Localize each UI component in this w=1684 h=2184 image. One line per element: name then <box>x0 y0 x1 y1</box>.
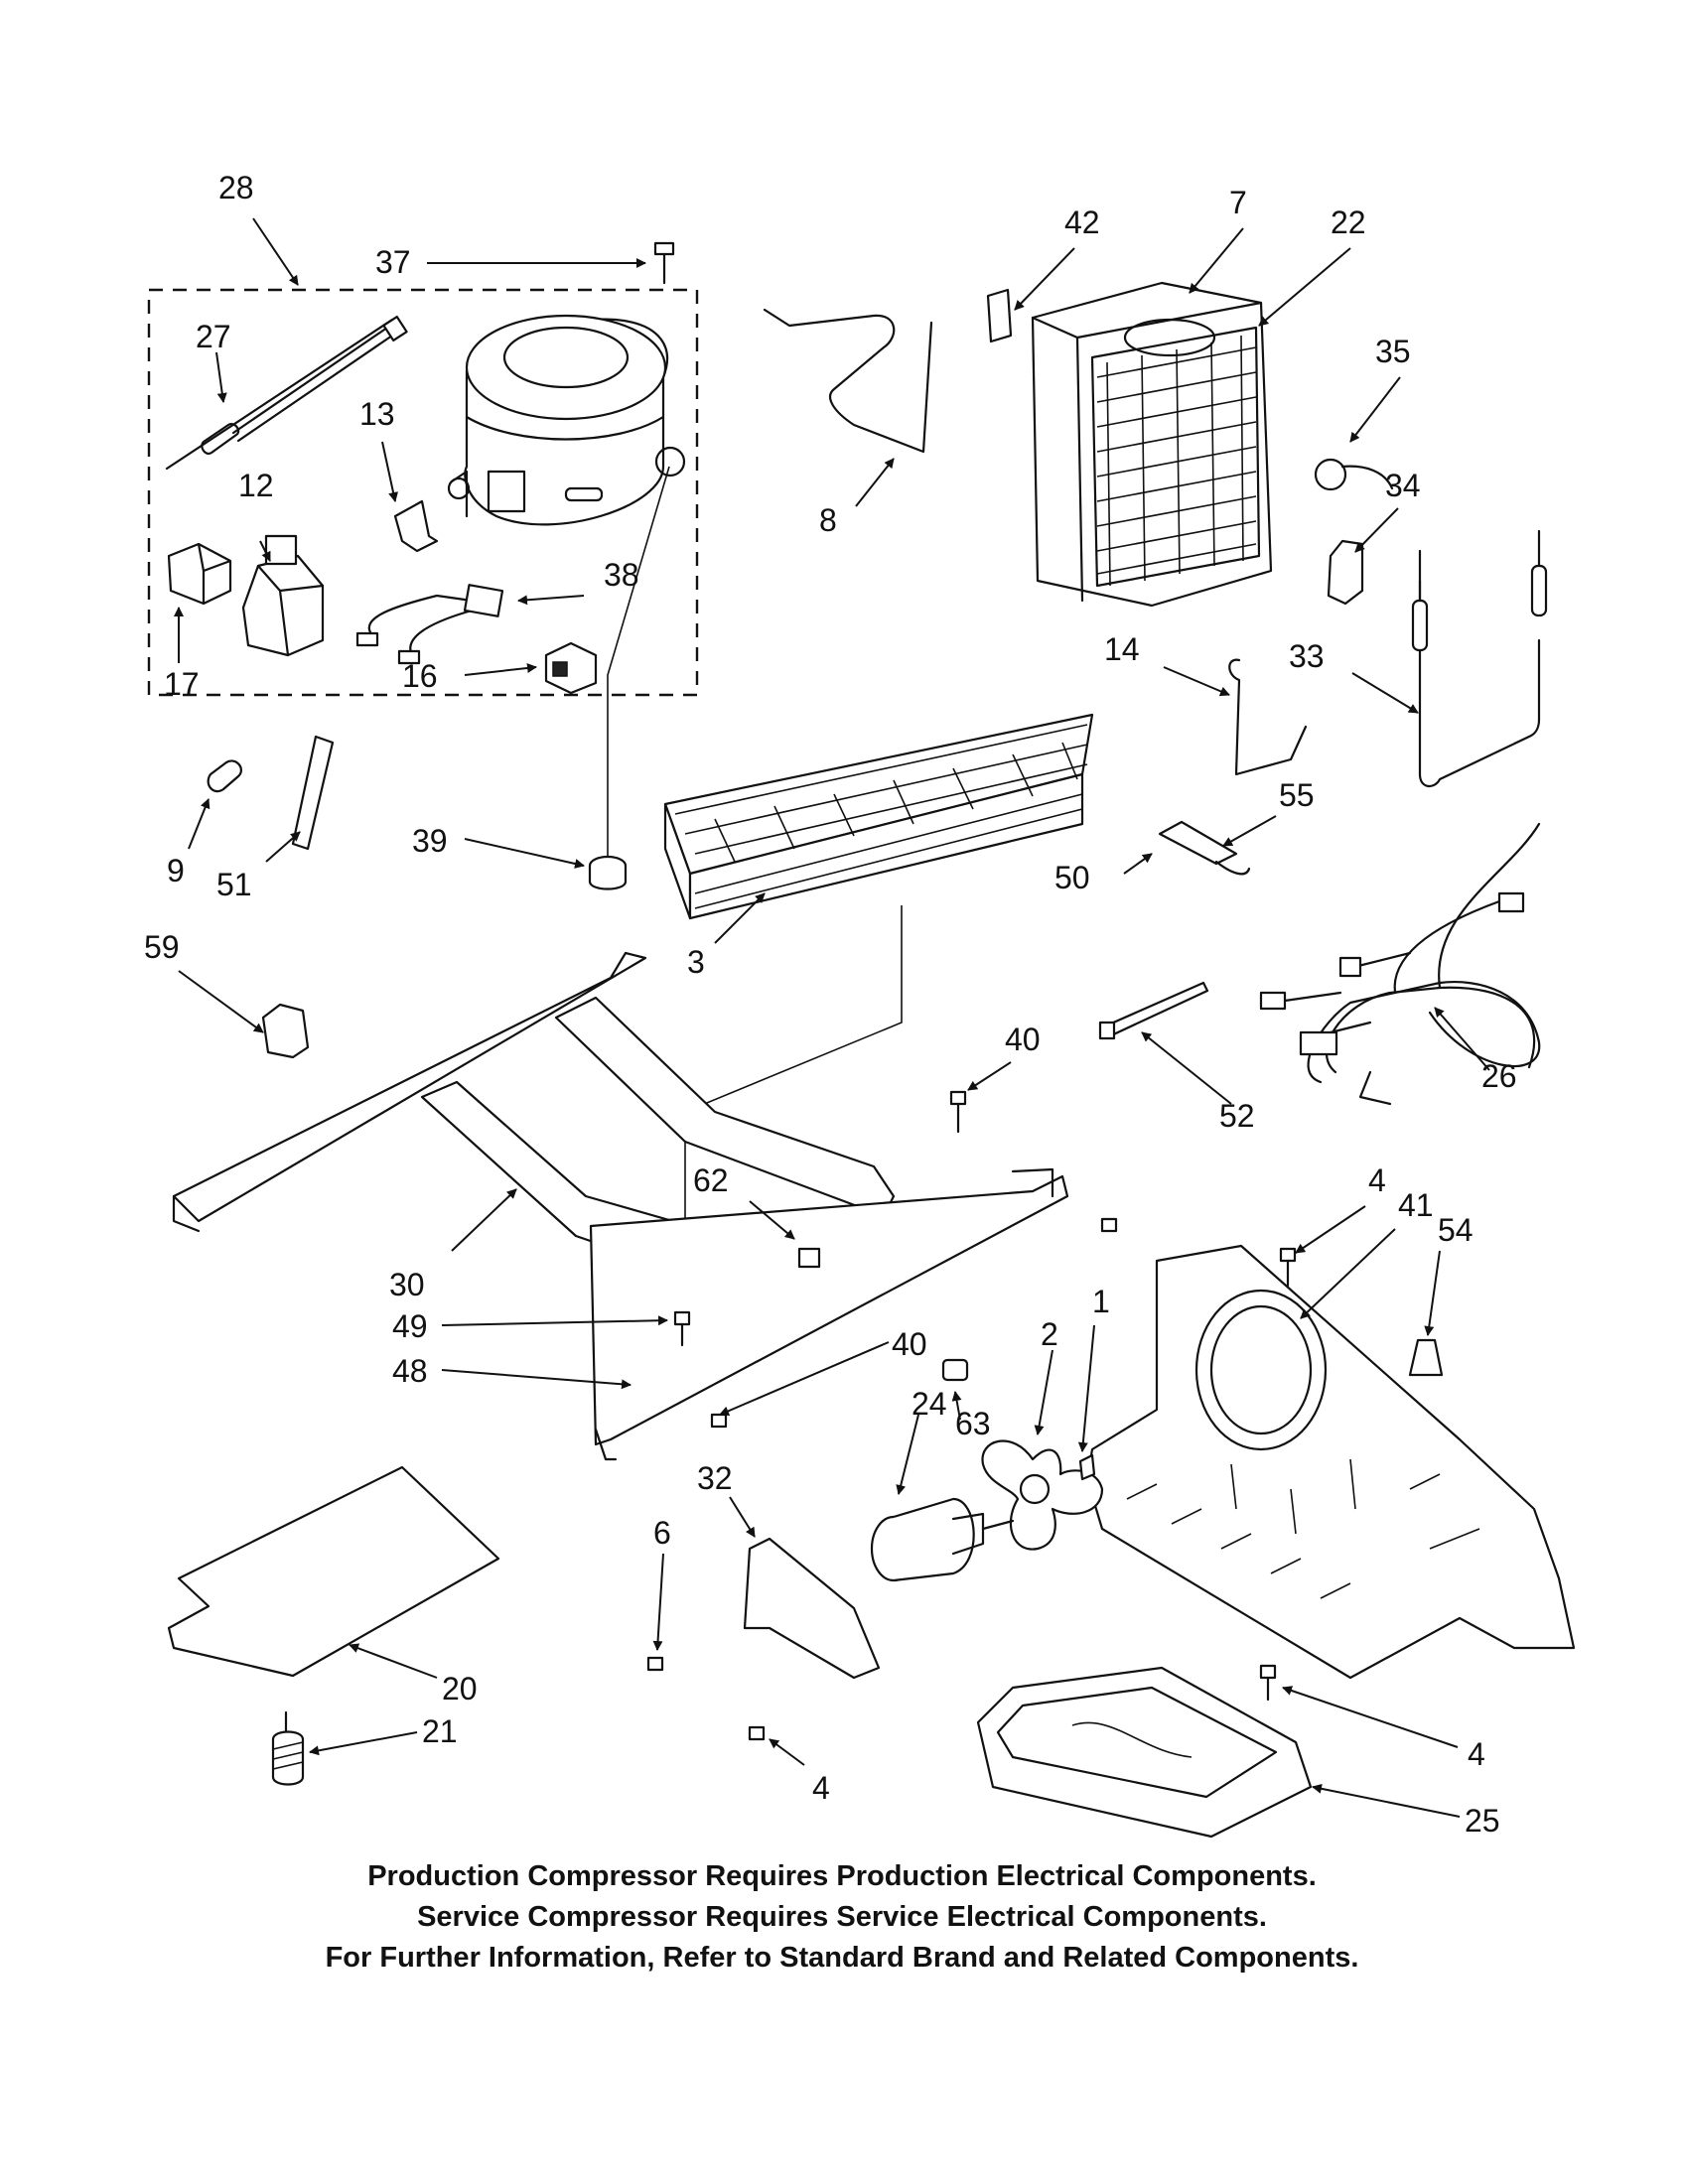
condenser-drawing <box>663 713 1094 920</box>
callout-28: 28 <box>218 170 254 205</box>
motor-bracket-drawing <box>743 1537 881 1680</box>
tube-drawing <box>763 308 933 454</box>
callout-16: 16 <box>402 658 438 694</box>
compressor-drawing <box>447 314 686 526</box>
callout-17: 17 <box>164 666 200 702</box>
callout-26: 26 <box>1481 1058 1517 1094</box>
callout-4-top: 4 <box>1368 1162 1386 1198</box>
note-line-2: Service Compressor Requires Service Elec… <box>417 1901 1267 1933</box>
fan-blade-drawing <box>981 1439 1104 1551</box>
callout-3: 3 <box>687 944 705 980</box>
callout-24: 24 <box>912 1386 947 1422</box>
screw-37-drawing <box>653 241 675 285</box>
bracket-34-drawing <box>1327 539 1364 606</box>
bracket-42-drawing <box>986 288 1013 343</box>
cover-plate-drawing <box>167 1465 500 1678</box>
callout-37: 37 <box>375 244 411 280</box>
callout-41: 41 <box>1398 1187 1434 1223</box>
callout-21: 21 <box>422 1713 458 1749</box>
callout-22: 22 <box>1331 205 1366 240</box>
callout-62: 62 <box>693 1162 729 1198</box>
callout-39: 39 <box>412 823 448 859</box>
footnotes: Production Compressor Requires Productio… <box>0 1856 1684 1979</box>
callout-49: 49 <box>392 1308 428 1344</box>
note-line-1: Production Compressor Requires Productio… <box>367 1860 1317 1892</box>
callout-34: 34 <box>1385 468 1421 503</box>
callout-25: 25 <box>1465 1803 1500 1839</box>
thermostat-drawing <box>1314 458 1394 491</box>
callout-59: 59 <box>144 929 180 965</box>
cable-tie-drawing <box>1098 981 1209 1040</box>
wiring-harness-drawing <box>1259 822 1541 1106</box>
callout-35: 35 <box>1375 334 1411 369</box>
capacitor-probe-drawing <box>165 315 408 471</box>
callout-6: 6 <box>653 1515 671 1551</box>
spring-drawing <box>271 1710 305 1786</box>
callout-14: 14 <box>1104 631 1140 667</box>
callout-1: 1 <box>1092 1284 1110 1319</box>
callout-38: 38 <box>604 557 639 593</box>
wire-clip-drawing <box>1228 658 1308 776</box>
harness-drawing <box>355 584 504 665</box>
callout-33: 33 <box>1289 638 1325 674</box>
callout-30: 30 <box>389 1267 425 1302</box>
defrost-heater-drawing <box>1411 529 1548 787</box>
callout-42: 42 <box>1064 205 1100 240</box>
callout-13: 13 <box>359 396 395 432</box>
connector-block-drawing <box>544 641 598 695</box>
grommet-39-drawing <box>588 855 628 890</box>
callout-40-bottom: 40 <box>892 1326 927 1362</box>
evaporator-drawing <box>1031 281 1273 608</box>
leader-lines <box>174 217 1490 1818</box>
callout-54: 54 <box>1438 1212 1474 1248</box>
callout-52: 52 <box>1219 1098 1255 1134</box>
callout-8: 8 <box>819 502 837 538</box>
clip-drawing <box>393 499 439 553</box>
callout-48: 48 <box>392 1353 428 1389</box>
callout-2: 2 <box>1041 1316 1058 1352</box>
drain-pan-drawing <box>976 1666 1313 1839</box>
compressor-kit-boundary <box>147 288 699 697</box>
fan-motor-drawing <box>870 1497 1015 1582</box>
callout-4-left: 4 <box>812 1770 830 1806</box>
callout-55: 55 <box>1279 777 1315 813</box>
callout-40-top: 40 <box>1005 1022 1041 1057</box>
callout-20: 20 <box>442 1671 478 1706</box>
callout-4-right: 4 <box>1468 1736 1485 1772</box>
relay-drawing <box>241 534 325 657</box>
grommet-9-drawing <box>207 759 242 793</box>
clip-59-drawing <box>261 1003 310 1059</box>
overload-drawing <box>167 542 232 606</box>
callout-51: 51 <box>216 867 252 902</box>
fan-clip-drawing <box>1078 1453 1096 1481</box>
callout-labels: 28 37 27 13 12 17 38 16 42 7 22 8 35 34 … <box>144 170 1517 1839</box>
wire-nut-drawing <box>1408 1338 1444 1377</box>
callout-12: 12 <box>238 468 274 503</box>
screws-drawing <box>646 1090 1297 1741</box>
callout-32: 32 <box>697 1460 733 1496</box>
frame-rails-drawing <box>172 951 1069 1461</box>
note-line-3: For Further Information, Refer to Standa… <box>325 1942 1359 1974</box>
callout-27: 27 <box>196 319 231 354</box>
callout-7: 7 <box>1229 185 1247 220</box>
fan-shroud-drawing <box>1085 1244 1576 1680</box>
callout-63: 63 <box>955 1406 991 1441</box>
callout-9: 9 <box>167 853 185 888</box>
bracket-50-drawing <box>1158 820 1251 876</box>
callout-50: 50 <box>1054 860 1090 895</box>
tube-51-drawing <box>291 735 335 851</box>
